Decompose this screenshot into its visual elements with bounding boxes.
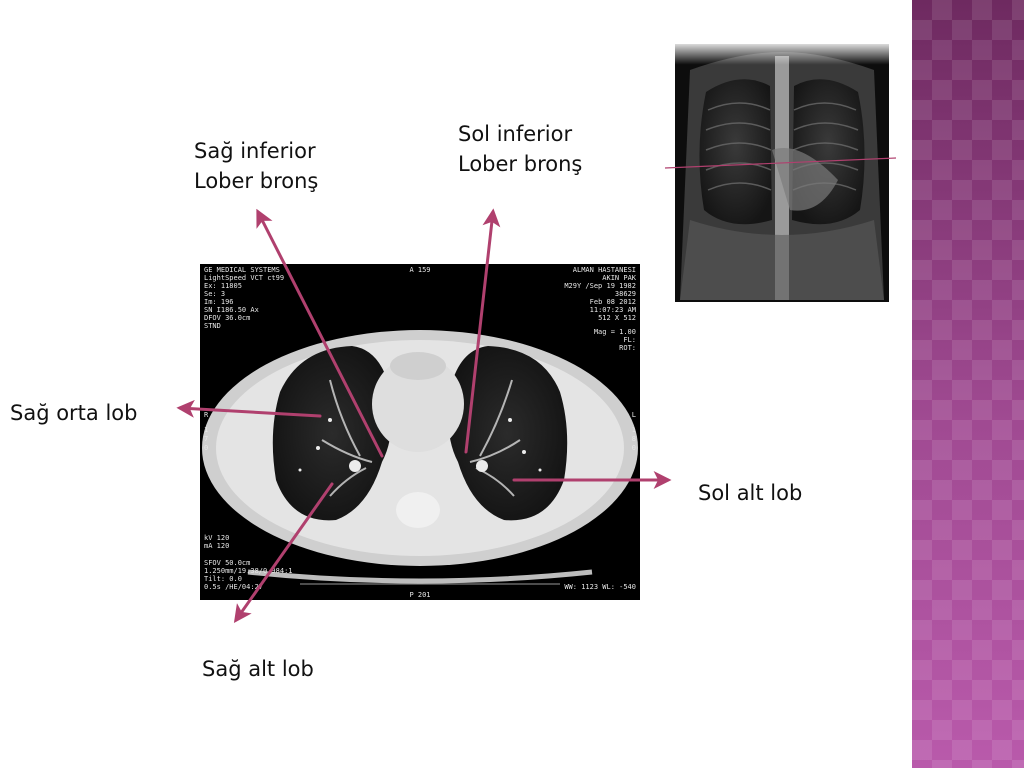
ct-overlay-top-left-4: Im: 196 [204,298,234,306]
label-sol-alt-lob: Sol alt lob [698,481,803,505]
ct-overlay-top-right-2-0: Mag = 1.00 [594,328,636,336]
ct-scan-image: GE MEDICAL SYSTEMS LightSpeed VCT ct99 E… [200,264,640,600]
ct-overlay-bottom-left-0: kV 120 [204,534,229,542]
ct-overlay-top-right-3: 38629 [615,290,636,298]
chest-xray-image [675,44,889,302]
ct-overlay-top-right-5: 11:07:23 AM [590,306,636,314]
label-sag-inferior-lober-brons: Sağ inferior Lober bronş [194,136,318,196]
ct-overlay-right-side-1: 1 [632,426,636,434]
ct-overlay-top-left-2: Ex: 11805 [204,282,242,290]
ct-overlay-top-left-6: DFOV 36.0cm [204,314,250,322]
label-sag-alt-lob: Sağ alt lob [202,657,314,681]
ct-overlay-top-right-6: 512 X 512 [598,314,636,322]
ct-overlay-bottom-left-6: 0.5s /HE/04:27 [204,583,263,591]
ct-overlay-left-side-2: 7 [204,435,208,443]
ct-overlay-top-left-5: SN I186.50 Ax [204,306,259,314]
ct-overlay-top-left-3: Se: 3 [204,290,225,298]
label-sag-orta-lob: Sağ orta lob [10,401,138,425]
slice-level-line [664,157,897,169]
ct-overlay-bottom-right: WW: 1123 WL: -540 [564,583,636,591]
ct-overlay-bottom-left-3: SFOV 50.0cm [204,559,250,567]
ct-overlay-left-side-1: 1 [204,426,208,434]
ct-overlay-top-left-7: STND [204,322,221,330]
ct-overlay-top-right-2-2: ROT: [619,344,636,352]
label-sol-inferior-line-2: Lober bronş [458,152,583,176]
label-sag-inferior-line-2: Lober bronş [194,169,319,193]
label-sol-inferior-lober-brons: Sol inferior Lober bronş [458,119,582,179]
label-sag-inferior-line-1: Sağ inferior [194,139,316,163]
ct-overlay-right-side-0: L [632,411,636,419]
arrow-sol-inferior-lober-brons [464,208,501,454]
ct-overlay-left-side-3: 0 [204,444,208,452]
arrow-sag-alt-lob [233,482,334,623]
ct-overlay-top-right-1: AKIN PAK [602,274,637,282]
arrow-sag-orta-lob [176,399,322,418]
ct-overlay-right-side-3: 0 [632,444,636,452]
ct-overlay-top-left-1: LightSpeed VCT ct99 [204,274,284,282]
ct-overlay-right-side-2: 8 [632,435,636,443]
ct-overlay-left-side-0: R [204,411,209,419]
ct-overlay-bottom-left-1: mA 120 [204,542,229,550]
ct-overlay-bottom-left-4: 1.250mm/19.38/0.984:1 [204,567,293,575]
decorative-side-band [912,0,1024,768]
ct-overlay-top-center: A 159 [409,266,430,274]
ct-overlay-top-right-2-1: FL: [623,336,636,344]
label-sol-inferior-line-1: Sol inferior [458,122,573,146]
ct-overlay-top-right-2: M29Y /Sep 19 1982 [564,282,636,290]
ct-overlay-top-right-4: Feb 08 2012 [590,298,636,306]
ct-overlay-top-left-0: GE MEDICAL SYSTEMS [204,266,280,274]
ct-overlay-bottom-left-5: Tilt: 0.0 [204,575,242,583]
ct-overlay-bottom-center: P 201 [409,591,430,599]
arrow-sag-inferior-lober-brons [256,208,384,458]
ct-overlay-top-right-0: ALMAN HASTANESI [573,266,636,274]
